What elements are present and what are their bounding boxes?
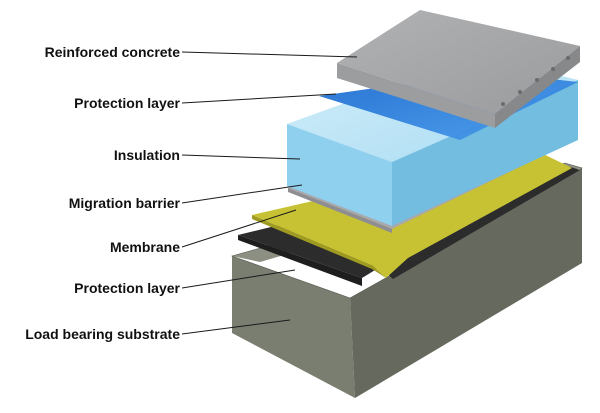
- insulation-side: [392, 80, 578, 226]
- concrete-front: [337, 63, 495, 128]
- substrate-side: [350, 168, 582, 398]
- label-protection-layer-bottom: Protection layer: [74, 280, 180, 296]
- leader-insulation: [181, 154, 301, 160]
- concrete-slab: [337, 10, 580, 128]
- leader-migration-barrier: [181, 184, 303, 204]
- leader-membrane: [181, 209, 297, 248]
- label-reinforced-concrete: Reinforced concrete: [44, 44, 180, 60]
- substrate-front: [232, 256, 355, 398]
- label-protection-layer-top: Protection layer: [74, 95, 180, 111]
- leader-reinforced-concrete: [181, 51, 358, 58]
- leader-protection-layer-top: [181, 93, 337, 104]
- leader-lines: [181, 51, 358, 335]
- leader-substrate: [181, 319, 291, 335]
- concrete-side: [495, 46, 580, 128]
- insulation-front: [287, 124, 392, 226]
- leader-protection-layer-bottom: [181, 269, 296, 289]
- label-load-bearing-substrate: Load bearing substrate: [25, 326, 180, 342]
- label-migration-barrier: Migration barrier: [68, 195, 180, 211]
- rebar-ends: [501, 56, 570, 106]
- label-membrane: Membrane: [109, 239, 180, 255]
- concrete-top: [337, 10, 580, 114]
- label-insulation: Insulation: [113, 147, 180, 163]
